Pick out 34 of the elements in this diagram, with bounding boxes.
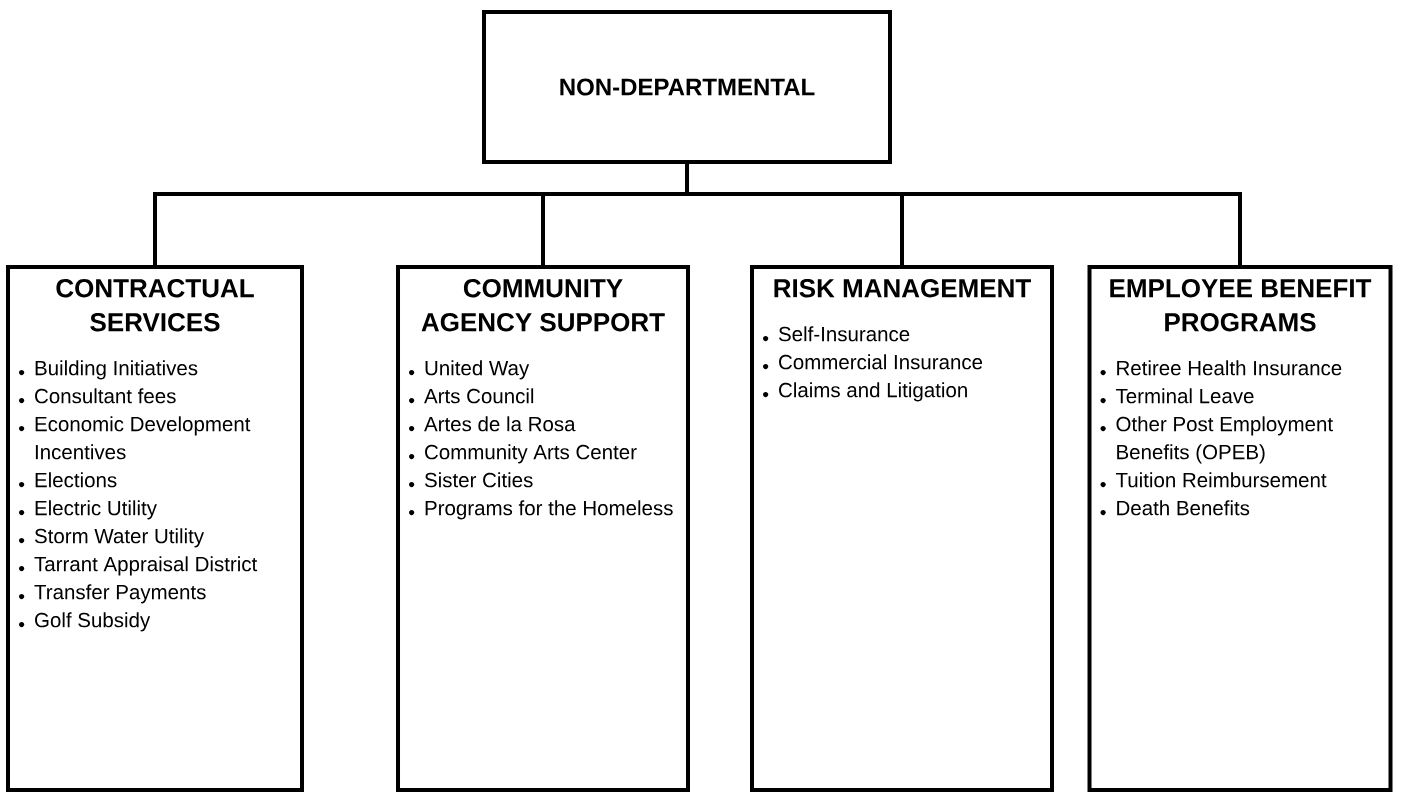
list-item: Other Post Employment Benefits (OPEB) (1116, 416, 1333, 464)
org-box (482, 10, 892, 164)
list-item: Tarrant Appraisal District (34, 556, 258, 576)
list-item: Storm Water Utility (34, 528, 205, 548)
box-heading: CONTRACTUAL SERVICES (56, 279, 254, 332)
box-heading: EMPLOYEE BENEFIT PROGRAMS (1110, 279, 1372, 332)
list-item: Artes de la Rosa (424, 416, 576, 432)
list-item: Arts Council (424, 388, 534, 404)
org-box (396, 265, 690, 792)
list-item: Tuition Reimbursement (1115, 472, 1327, 488)
box-heading: COMMUNITY AGENCY SUPPORT (421, 279, 665, 332)
list-item: Terminal Leave (1115, 388, 1254, 404)
list-item: Consultant fees (35, 388, 176, 404)
org-box (750, 265, 1054, 792)
list-item: Electric Utility (35, 500, 157, 520)
list-item: United Way (425, 360, 530, 380)
list-item: Claims and Litigation (779, 382, 967, 402)
org-box (1087, 265, 1393, 792)
list-item: Death Benefits (1117, 500, 1250, 516)
list-item: Elections (35, 472, 117, 488)
list-item: Building Initiatives (35, 360, 198, 380)
list-item: Programs for the Homeless (425, 500, 673, 520)
list-item: Economic Development Incentives (35, 416, 251, 460)
list-item: Commercial Insurance (779, 354, 983, 370)
list-item: Community Arts Center (425, 444, 637, 464)
list-item: Retiree Health Insurance (1117, 360, 1342, 376)
list-item: Transfer Payments (34, 584, 206, 604)
org-box (6, 265, 304, 792)
list-item: Self-Insurance (778, 326, 910, 342)
list-item: Golf Subsidy (35, 612, 151, 632)
connector-line (685, 164, 1242, 265)
list-item: Sister Cities (424, 472, 533, 488)
box-heading: RISK MANAGEMENT (774, 279, 1031, 298)
box-heading: NON-DEPARTMENTAL (560, 78, 815, 96)
